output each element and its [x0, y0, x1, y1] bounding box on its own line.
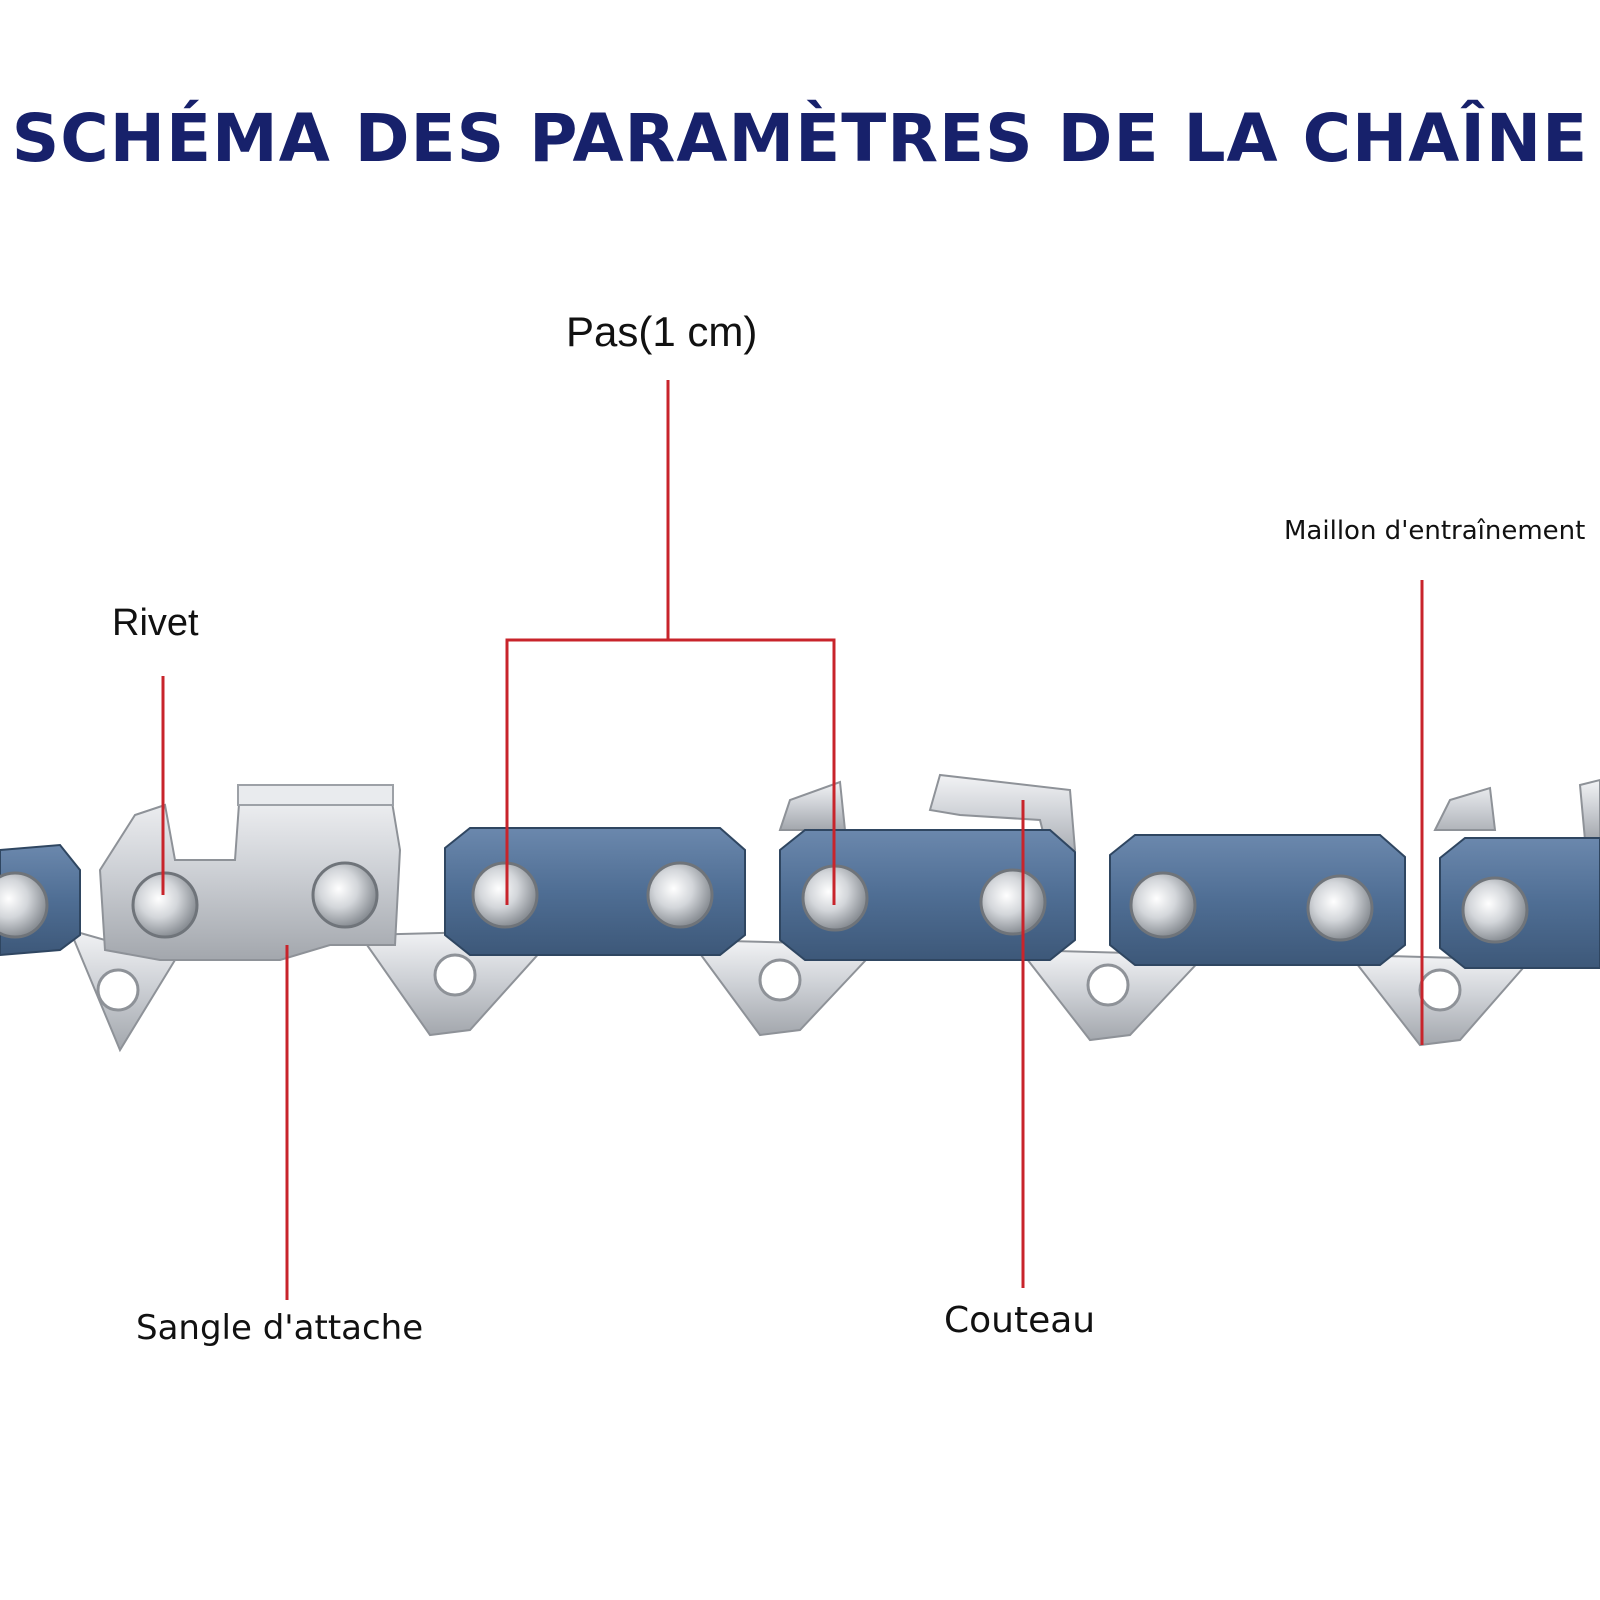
cutter-far-right [1433, 778, 1600, 841]
rivet [1461, 876, 1529, 944]
rivet [979, 868, 1047, 936]
leader-line-pas-bracket [505, 638, 836, 905]
rivet [1129, 871, 1197, 939]
drive-link-hole [758, 958, 802, 1002]
drive-link-hole [1086, 963, 1130, 1007]
drive-link-hole [1418, 968, 1462, 1012]
drive-links [68, 928, 1533, 1053]
cutter-top-plate [237, 784, 394, 806]
rivets [0, 861, 1529, 944]
drive-link-hole [96, 968, 140, 1012]
label-cutter: Couteau [944, 1300, 1096, 1341]
rivet [646, 861, 714, 929]
rivet [131, 871, 199, 939]
label-tie-strap: Sangle d'attache [136, 1308, 424, 1348]
label-rivet: Rivet [112, 602, 199, 644]
rivet [0, 871, 49, 939]
page-title: SCHÉMA DES PARAMÈTRES DE LA CHAÎNE [11, 100, 1589, 177]
leader-lines [161, 380, 1424, 1300]
rivet [471, 861, 539, 929]
label-drive-link: Maillon d'entraînement [1284, 516, 1586, 546]
rivet [311, 861, 379, 929]
drive-link-hole [433, 953, 477, 997]
label-pitch: Pas(1 cm) [566, 308, 758, 355]
rivet [1306, 874, 1374, 942]
